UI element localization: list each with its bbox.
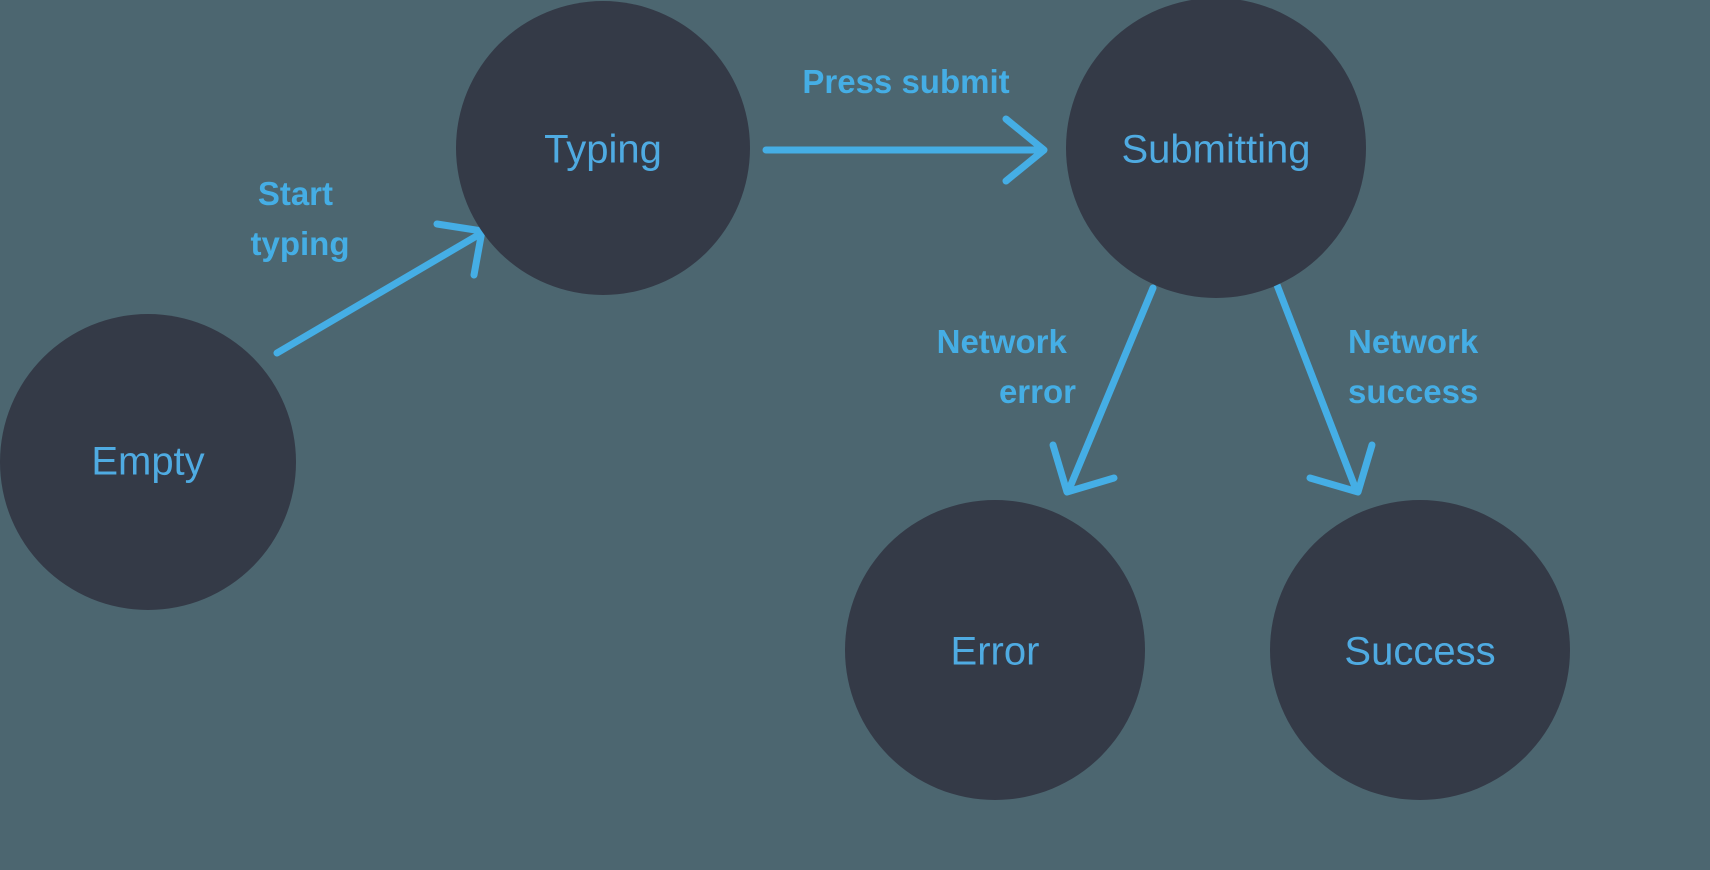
edge-label-line: Network: [937, 323, 1068, 360]
arrowhead-submitting-to-error: [1049, 441, 1118, 496]
edge-label-network-error: Network error: [937, 323, 1077, 410]
node-empty[interactable]: Empty: [0, 314, 296, 610]
edge-label-line: Press submit: [802, 63, 1009, 100]
node-label-typing: Typing: [544, 128, 662, 172]
node-circle-empty[interactable]: [0, 314, 296, 610]
node-label-success: Success: [1344, 630, 1495, 674]
node-circle-error[interactable]: [845, 500, 1145, 800]
edge-label-line: typing: [251, 225, 350, 262]
node-label-submitting: Submitting: [1122, 128, 1311, 172]
node-circle-success[interactable]: [1270, 500, 1570, 800]
node-typing[interactable]: Typing: [456, 1, 750, 295]
edge-typing-to-submitting: [762, 115, 1048, 185]
edge-label-network-success: Network success: [1348, 323, 1487, 410]
node-submitting[interactable]: Submitting: [1066, 0, 1366, 298]
edge-submitting-to-success: [1273, 281, 1376, 496]
edge-line-empty-to-typing: [273, 230, 484, 357]
edge-label-line: Network: [1348, 323, 1479, 360]
arrowhead-typing-to-submitting: [1002, 115, 1048, 185]
edge-label-line: error: [999, 373, 1076, 410]
edge-submitting-to-error: [1049, 284, 1157, 496]
node-error[interactable]: Error: [845, 500, 1145, 800]
edge-label-press-submit: Press submit: [802, 63, 1009, 100]
edge-line-submitting-to-error: [1066, 284, 1157, 491]
edge-line-submitting-to-success: [1273, 281, 1359, 491]
arrowhead-submitting-to-success: [1306, 441, 1376, 496]
edge-label-start-typing: Start typing: [251, 175, 350, 262]
node-circle-submitting[interactable]: [1066, 0, 1366, 298]
node-success[interactable]: Success: [1270, 500, 1570, 800]
node-label-empty: Empty: [91, 440, 204, 484]
edge-label-line: success: [1348, 373, 1478, 410]
edge-label-line: Start: [258, 175, 333, 212]
node-label-error: Error: [951, 630, 1040, 674]
node-circle-typing[interactable]: [456, 1, 750, 295]
